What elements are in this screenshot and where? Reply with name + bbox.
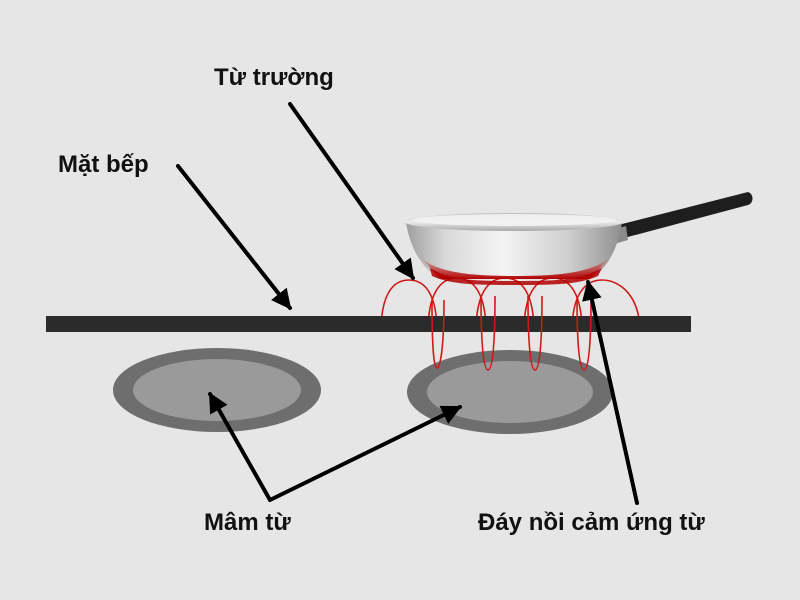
pan-handle — [612, 192, 753, 238]
magnetic-field-label: Từ trường — [214, 64, 334, 91]
cooktop-surface-label: Mặt bếp — [58, 151, 149, 178]
magnetic-field-lines-front — [431, 295, 592, 371]
arrow-icon — [582, 280, 639, 505]
induction-coil-label: Mâm từ — [204, 509, 291, 536]
arrow-icon — [288, 102, 415, 280]
arrow-icon — [208, 392, 272, 502]
induction-coil-right — [407, 350, 613, 434]
cooktop-surface — [46, 316, 691, 332]
arrows — [176, 102, 639, 505]
induction-coil-left — [113, 348, 321, 432]
arrow-icon — [268, 405, 462, 502]
frying-pan-icon — [405, 192, 753, 285]
induction-pan-base-label: Đáy nồi cảm ứng từ — [478, 509, 705, 536]
arrow-icon — [176, 164, 292, 310]
